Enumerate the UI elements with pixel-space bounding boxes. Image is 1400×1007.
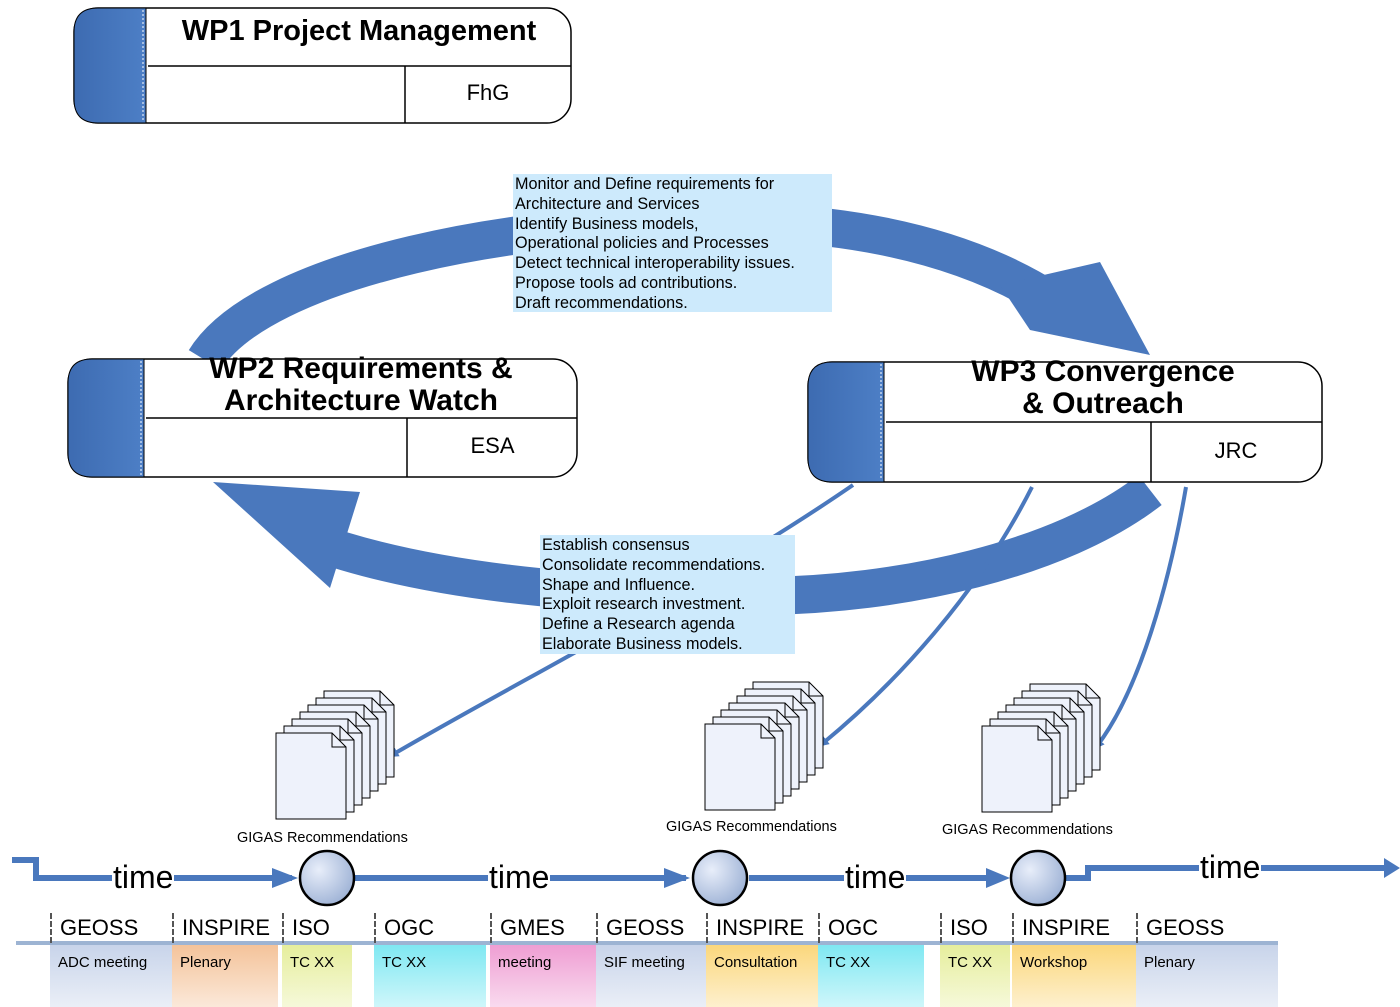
time-label-4: time <box>1199 849 1262 885</box>
wp1-lead: FhG <box>466 80 510 105</box>
note-line: Elaborate Business models. <box>542 634 743 653</box>
timeline-event-cell: ADC meeting <box>50 945 174 1007</box>
timeline-org-label: ISO <box>940 913 1012 943</box>
note-line: Draft recommendations. <box>515 293 688 312</box>
document-fold <box>784 703 799 718</box>
document-fold <box>1053 712 1068 727</box>
note-line: Operational policies and Processes <box>515 234 769 253</box>
timeline-org-label: ISO <box>282 913 354 943</box>
time-label-2: time <box>488 859 551 895</box>
note-line: Identify Business models, <box>515 214 699 233</box>
timeline-org-label: INSPIRE <box>172 913 280 943</box>
timeline-org-label: INSPIRE <box>706 913 820 943</box>
document-fold <box>347 719 362 734</box>
wp2-title-line1: WP2 Requirements & <box>209 352 513 385</box>
document-fold <box>1037 726 1052 741</box>
recommendation-label-3: GIGAS Recommendations <box>942 822 1113 838</box>
wp3-box <box>807 361 1323 483</box>
note-line: Propose tools ad contributions. <box>515 273 738 292</box>
document-stack <box>981 683 1101 813</box>
wp3-title: WP3 Convergence & Outreach <box>886 356 1320 419</box>
note-line: Detect technical interoperability issues… <box>515 254 795 273</box>
document-fold <box>776 710 791 725</box>
timeline-event-cell: Plenary <box>1136 945 1278 1007</box>
document-fold <box>363 705 378 720</box>
timeline-event-cell: SIF meeting <box>596 945 706 1007</box>
document-fold <box>371 698 386 713</box>
timeline-org-label: GEOSS <box>50 913 176 943</box>
timeline-org-label: INSPIRE <box>1012 913 1138 943</box>
wp2-title: WP2 Requirements & Architecture Watch <box>146 353 576 416</box>
time-label-3: time <box>844 859 907 895</box>
wp1-title: WP1 Project Management <box>181 15 537 47</box>
timeline-event-cell: Plenary <box>172 945 278 1007</box>
note-line: Exploit research investment. <box>542 595 746 614</box>
timeline-org-label: OGC <box>818 913 926 943</box>
recommendation-label-2: GIGAS Recommendations <box>666 819 837 835</box>
note-line: Shape and Influence. <box>542 575 696 594</box>
time-label-1: time <box>112 859 175 895</box>
document-fold <box>768 717 783 732</box>
document-fold <box>1069 698 1084 713</box>
document-fold <box>331 733 346 748</box>
document-fold <box>808 682 823 697</box>
note-line: Establish consensus <box>542 536 690 554</box>
note-line: Consolidate recommendations. <box>542 555 766 574</box>
milestone-circle <box>691 849 749 907</box>
wp3-title-line1: WP3 Convergence <box>971 355 1235 388</box>
document-fold <box>1045 719 1060 734</box>
milestone-circle <box>1009 849 1067 907</box>
document-fold <box>1085 684 1100 699</box>
timeline-baseline <box>16 941 1278 945</box>
document-icon <box>275 732 347 820</box>
timeline-event-cell: TC XX <box>818 945 924 1007</box>
timeline-event-cell: TC XX <box>282 945 352 1007</box>
document-stack <box>275 690 395 820</box>
document-fold <box>800 689 815 704</box>
document-fold <box>1061 705 1076 720</box>
recommendation-label-1: GIGAS Recommendations <box>237 830 408 846</box>
milestone-circle <box>298 849 356 907</box>
wp2-lead: ESA <box>470 433 515 458</box>
wp2-box <box>67 358 578 478</box>
timeline-org-label: GEOSS <box>1136 913 1280 943</box>
document-icon <box>981 725 1053 813</box>
document-fold <box>792 696 807 711</box>
recommendation-document-stacks <box>275 681 1101 820</box>
document-fold <box>1077 691 1092 706</box>
note-line: Monitor and Define requirements for <box>515 175 775 193</box>
timeline-org-label: GMES <box>490 913 598 943</box>
timeline-event-cell: TC XX <box>374 945 486 1007</box>
milestones <box>298 849 1067 907</box>
wp2-title-line2: Architecture Watch <box>224 383 498 417</box>
document-fold <box>379 691 394 706</box>
note-line: Architecture and Services <box>515 194 700 213</box>
wp1-box <box>73 7 572 124</box>
timeline-event-cell: meeting <box>490 945 596 1007</box>
document-stack <box>704 681 824 811</box>
timeline-event-cell: Consultation <box>706 945 818 1007</box>
document-fold <box>760 724 775 739</box>
document-icon <box>704 723 776 811</box>
wp3-title-line2: & Outreach <box>1022 386 1184 420</box>
note-line: Define a Research agenda <box>542 615 735 634</box>
document-fold <box>355 712 370 727</box>
timeline-org-label: OGC <box>374 913 488 943</box>
wp3-lead: JRC <box>1214 438 1258 463</box>
document-fold <box>339 726 354 741</box>
timeline-event-cell: Workshop <box>1012 945 1136 1007</box>
timeline-event-cell: TC XX <box>940 945 1010 1007</box>
timeline-org-label: GEOSS <box>596 913 708 943</box>
